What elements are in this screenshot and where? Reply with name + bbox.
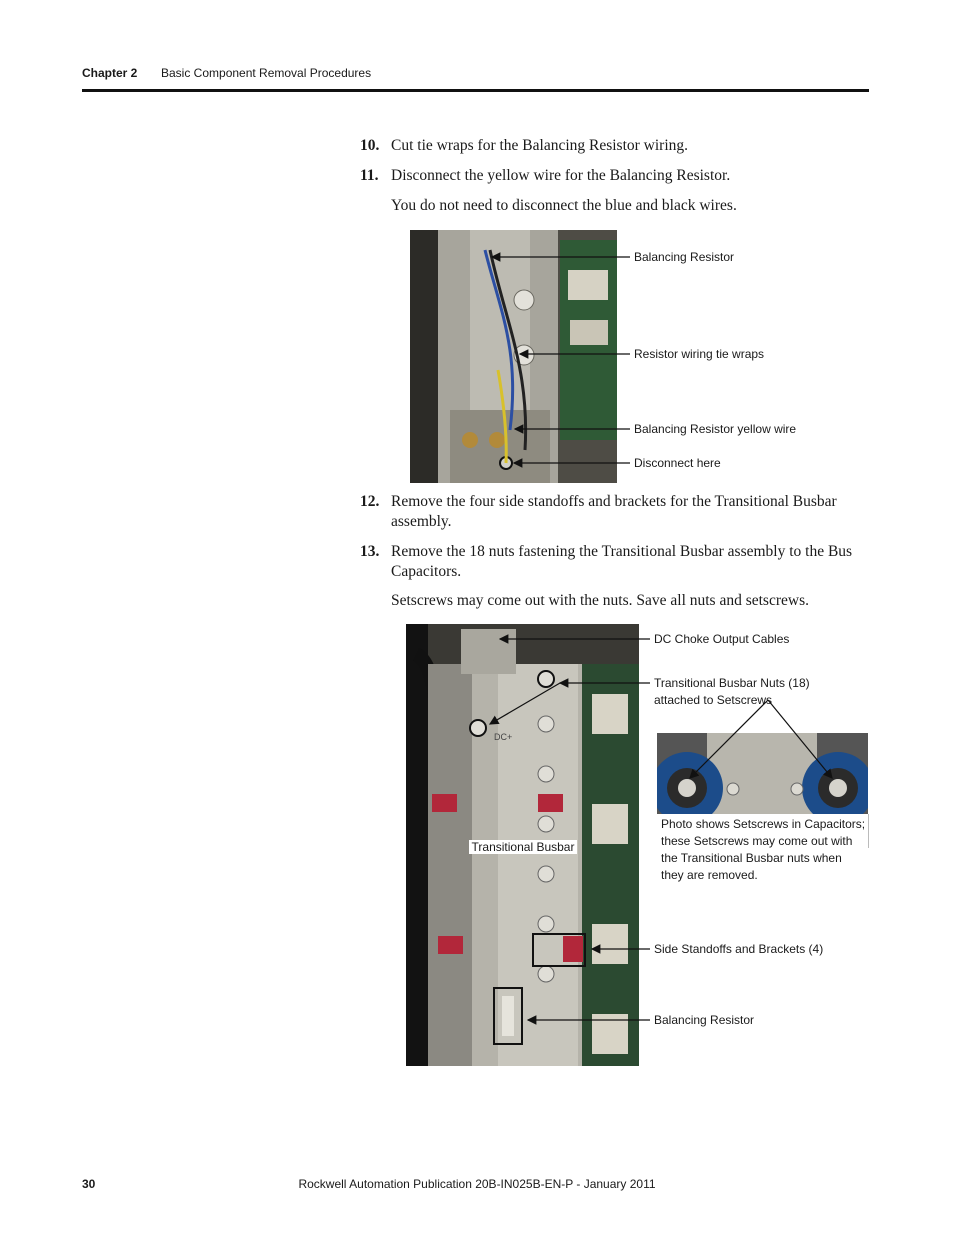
step-text: Remove the 18 nuts fastening the Transit… — [391, 543, 853, 580]
step-text: Remove the four side standoffs and brack… — [391, 493, 837, 530]
chapter-label: Chapter 2 — [82, 66, 138, 80]
chapter-title: Basic Component Removal Procedures — [161, 66, 372, 80]
step-number: 13. — [360, 543, 380, 560]
step-text: Cut tie wraps for the Balancing Resistor… — [391, 137, 689, 154]
callout-yellow-wire: Balancing Resistor yellow wire — [634, 422, 797, 436]
callout-balancing-resistor: Balancing Resistor — [634, 250, 735, 264]
callout-busbar-nuts: Transitional Busbar Nuts (18) — [654, 676, 810, 690]
header-rule — [82, 89, 869, 92]
step-number: 12. — [360, 493, 380, 510]
inset-caption: Photo shows Setscrews in Capacitors; the… — [661, 817, 866, 882]
callout-disconnect-here: Disconnect here — [634, 456, 721, 470]
callout-busbar-nuts-line2: attached to Setscrews — [654, 693, 773, 707]
callout-tie-wraps: Resistor wiring tie wraps — [634, 347, 765, 361]
setscrew-inset-photo — [657, 733, 868, 814]
page-number: 30 — [82, 1177, 96, 1191]
callout-balancing-resistor-2: Balancing Resistor — [654, 1013, 755, 1027]
step-11-note: You do not need to disconnect the blue a… — [391, 197, 737, 214]
step-13-note: Setscrews may come out with the nuts. Sa… — [391, 592, 809, 609]
callout-side-standoffs: Side Standoffs and Brackets (4) — [654, 942, 824, 956]
step-number: 11. — [360, 167, 379, 184]
step-text: Disconnect the yellow wire for the Balan… — [391, 167, 731, 184]
inset-frame-edge — [657, 814, 869, 848]
publication-footer: Rockwell Automation Publication 20B-IN02… — [298, 1177, 656, 1191]
callout-dc-choke-cables: DC Choke Output Cables — [654, 632, 790, 646]
balancing-resistor-photo — [410, 230, 617, 483]
busbar-label: Transitional Busbar — [469, 840, 577, 854]
step-number: 10. — [360, 137, 380, 154]
dc-marking: DC+ — [494, 732, 512, 742]
